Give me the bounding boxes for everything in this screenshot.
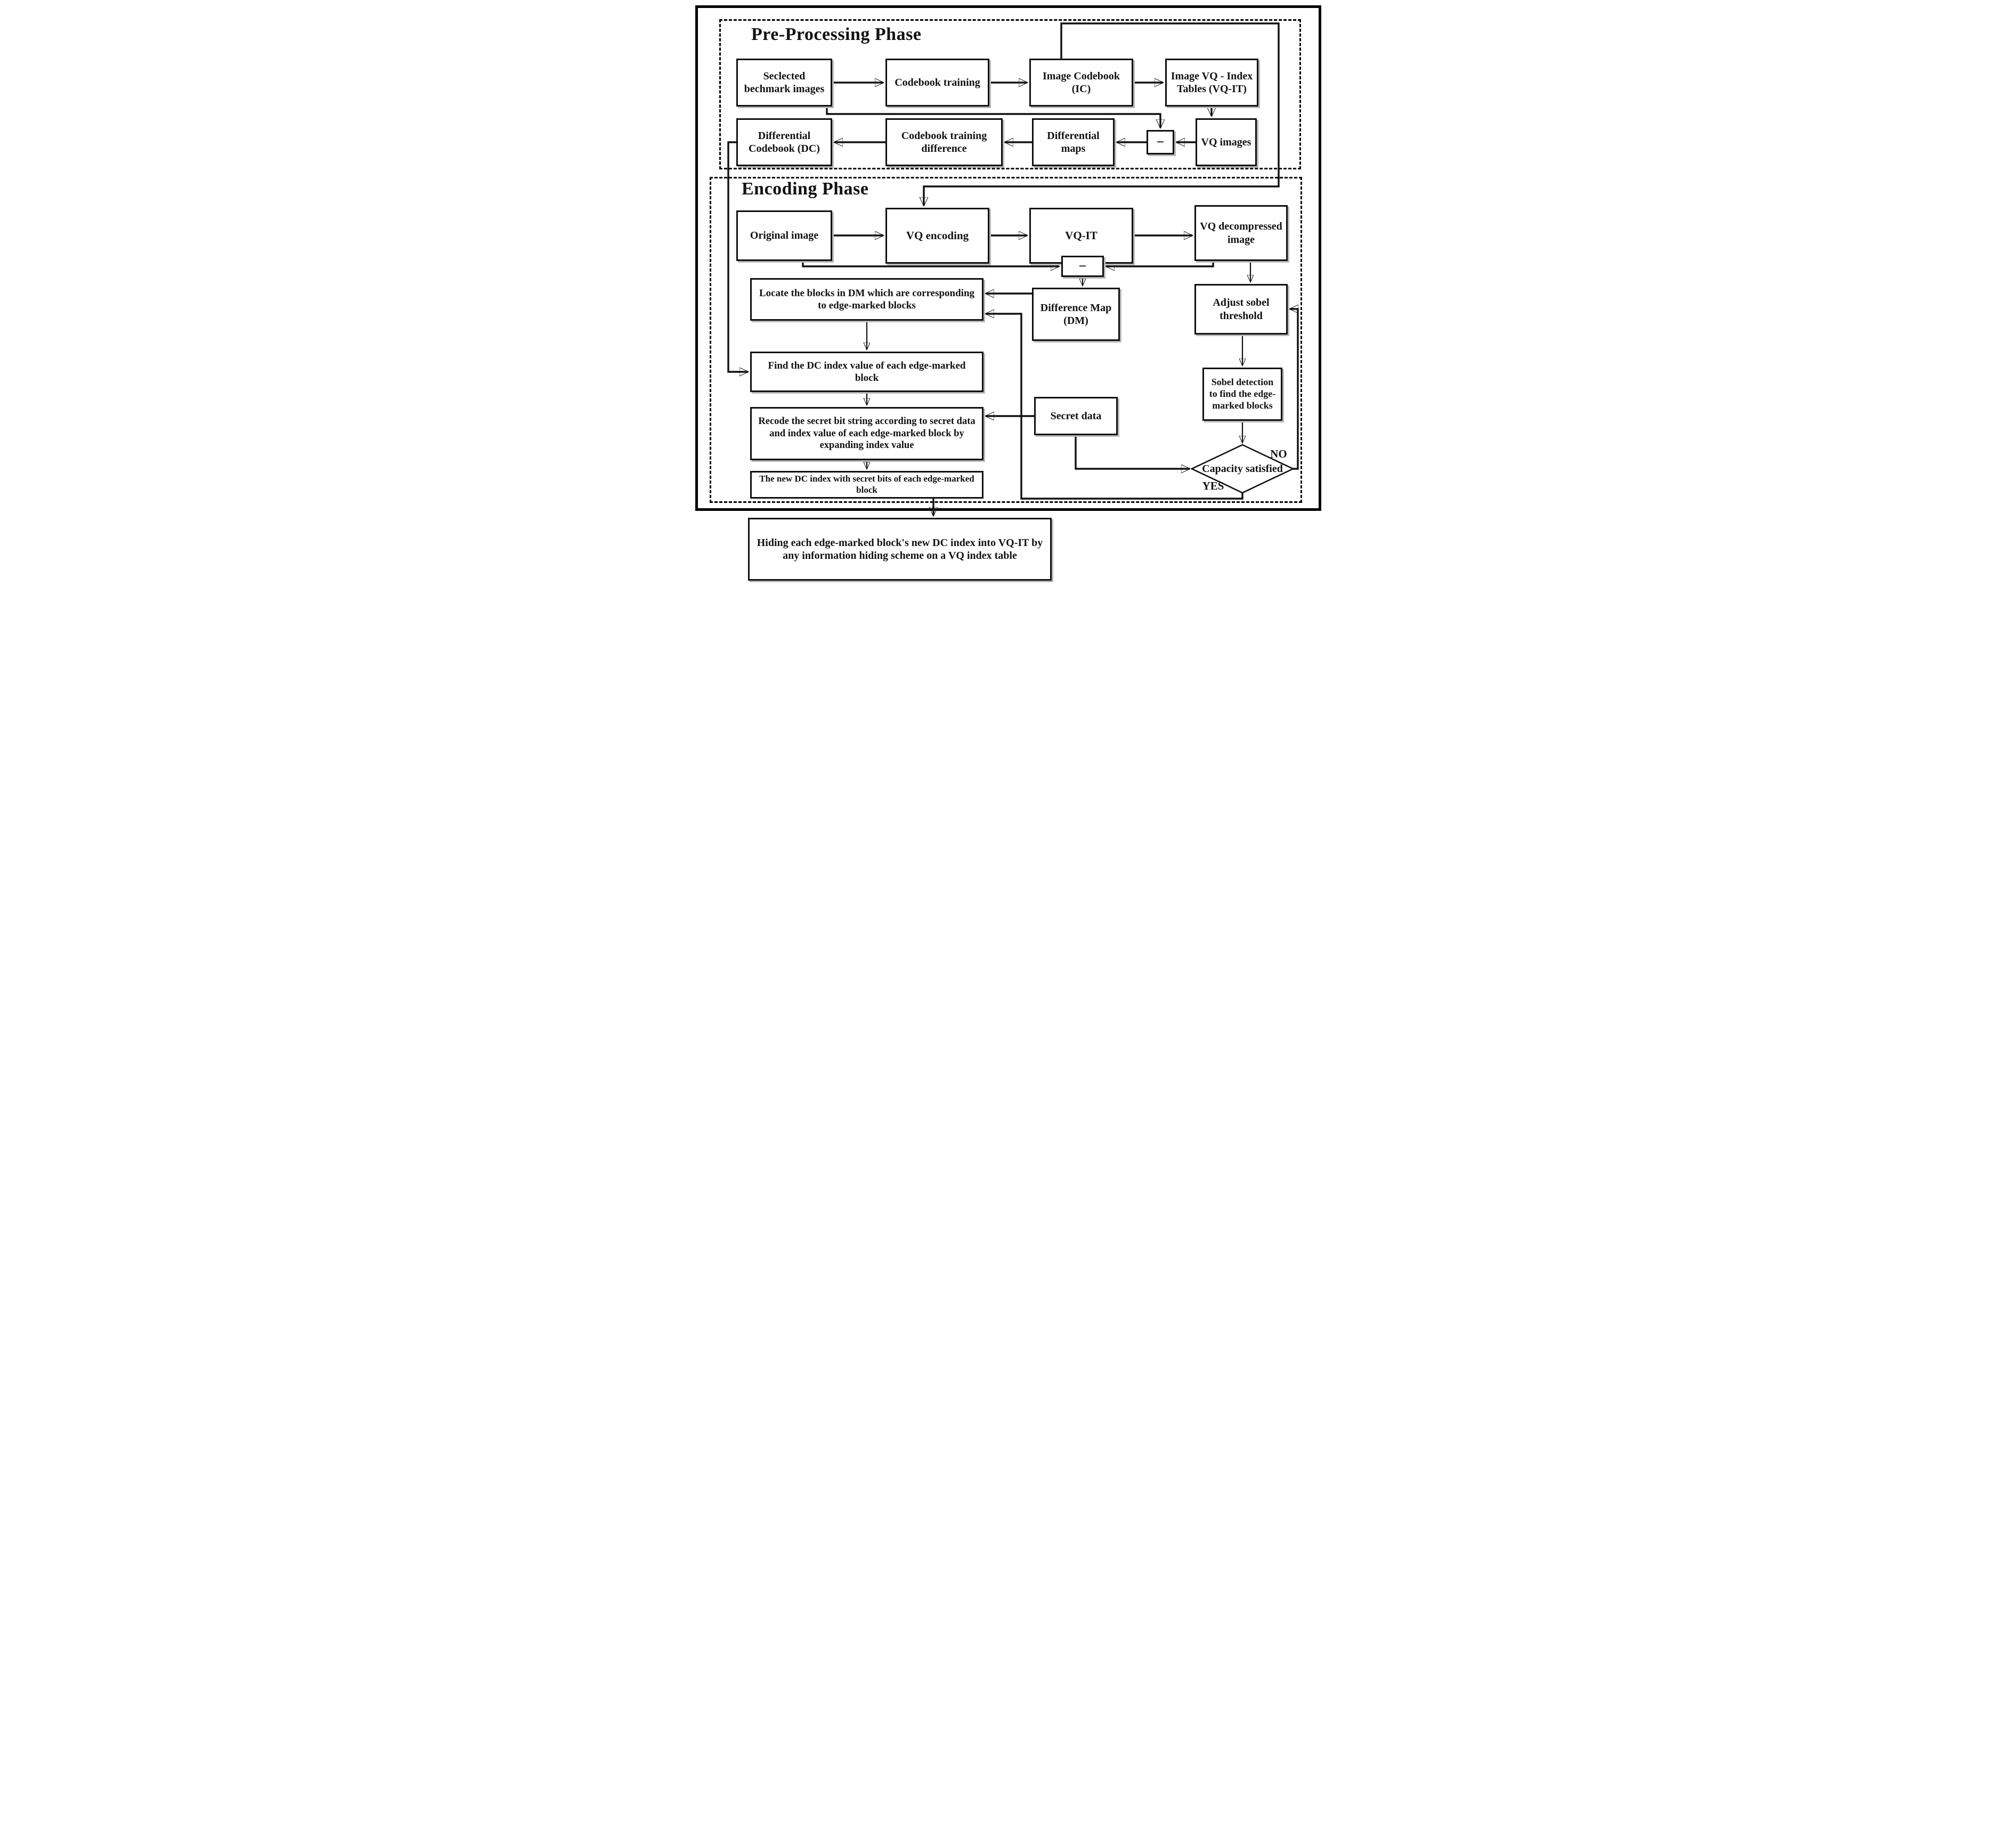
- node-secret-data: Secret data: [1034, 397, 1118, 435]
- node-selected-benchmark-images: Seclected bechmark images: [736, 59, 832, 107]
- node-codebook-training-difference: Codebook training difference: [885, 118, 1003, 166]
- node-new-dc-index: The new DC index with secret bits of eac…: [750, 471, 983, 499]
- node-image-vq-index-tables: Image VQ - Index Tables (VQ-IT): [1165, 59, 1258, 107]
- node-vq-it: VQ-IT: [1029, 208, 1133, 264]
- node-difference-map: Difference Map (DM): [1032, 288, 1120, 341]
- yes-branch-label: YES: [1202, 479, 1224, 492]
- node-differential-maps: Differential maps: [1032, 118, 1115, 166]
- flowchart-canvas: Pre-Processing Phase Encoding Phase: [688, 0, 1328, 588]
- node-recode-secret-bit-string: Recode the secret bit string according t…: [750, 407, 983, 460]
- node-vq-images: VQ images: [1196, 118, 1257, 166]
- preprocessing-phase-title: Pre-Processing Phase: [751, 25, 922, 44]
- node-sobel-detection: Sobel detection to find the edge-marked …: [1202, 368, 1282, 421]
- outer-border: [695, 5, 1321, 511]
- node-hiding-new-dc-index: Hiding each edge-marked block's new DC i…: [748, 518, 1052, 581]
- node-codebook-training: Codebook training: [885, 59, 989, 107]
- node-minus-preprocessing: −: [1147, 130, 1174, 154]
- node-image-codebook: Image Codebook (IC): [1029, 59, 1133, 107]
- node-adjust-sobel-threshold: Adjust sobel threshold: [1194, 284, 1288, 335]
- node-minus-encoding: −: [1061, 256, 1104, 277]
- node-vq-decompressed-image: VQ decompressed image: [1194, 205, 1288, 261]
- node-find-dc-index-value: Find the DC index value of each edge-mar…: [750, 352, 983, 392]
- node-vq-encoding: VQ encoding: [885, 208, 989, 264]
- node-differential-codebook: Differential Codebook (DC): [736, 118, 832, 166]
- encoding-phase-title: Encoding Phase: [742, 179, 869, 199]
- no-branch-label: NO: [1270, 447, 1287, 460]
- node-original-image: Original image: [736, 210, 832, 261]
- node-locate-blocks-in-dm: Locate the blocks in DM which are corres…: [750, 278, 983, 321]
